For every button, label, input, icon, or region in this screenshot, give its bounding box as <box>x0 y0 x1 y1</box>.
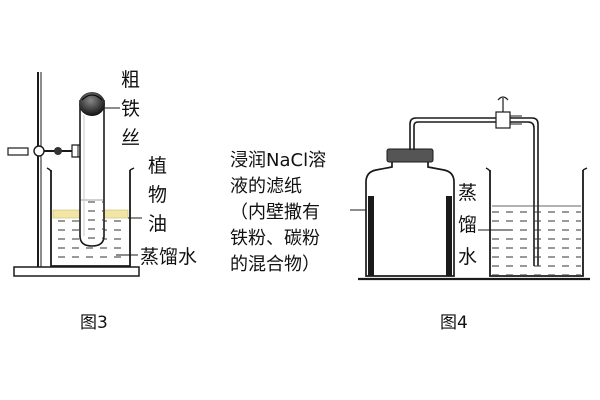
figure4-apparatus <box>350 96 590 281</box>
beaker-fig4 <box>485 167 588 277</box>
iron-wool <box>79 92 105 116</box>
label-you: 油 <box>148 213 167 235</box>
label-paper-line5: 的混合物） <box>230 254 320 275</box>
label-zheng: 蒸 <box>458 182 477 204</box>
pinch-clamp <box>495 111 511 129</box>
reagent-bottle <box>365 148 455 277</box>
filter-paper-left <box>368 196 374 276</box>
label-cu: 粗 <box>121 69 140 91</box>
figure3-apparatus <box>7 72 142 277</box>
label-liu: 馏 <box>458 214 477 236</box>
test-tube <box>79 92 105 247</box>
label-wu: 物 <box>148 184 167 206</box>
label-distilled-water-fig3: 蒸馏水 <box>140 246 197 268</box>
label-tie: 铁 <box>121 98 140 120</box>
caption-figure4: 图4 <box>440 313 468 333</box>
filter-paper-right <box>446 196 452 276</box>
label-paper-line3: （内壁撒有 <box>230 202 320 223</box>
label-paper-line4: 铁粉、碳粉 <box>230 228 320 249</box>
caption-figure3: 图3 <box>80 313 108 333</box>
label-shui: 水 <box>458 246 477 268</box>
delivery-tube <box>409 96 539 266</box>
rubber-stopper <box>386 148 434 163</box>
stand-base <box>13 266 140 277</box>
label-si: 丝 <box>121 127 140 149</box>
label-zhi: 植 <box>148 155 167 177</box>
label-paper-line1: 浸润NaCl溶 <box>230 150 326 171</box>
label-paper-line2: 液的滤纸 <box>230 176 302 197</box>
